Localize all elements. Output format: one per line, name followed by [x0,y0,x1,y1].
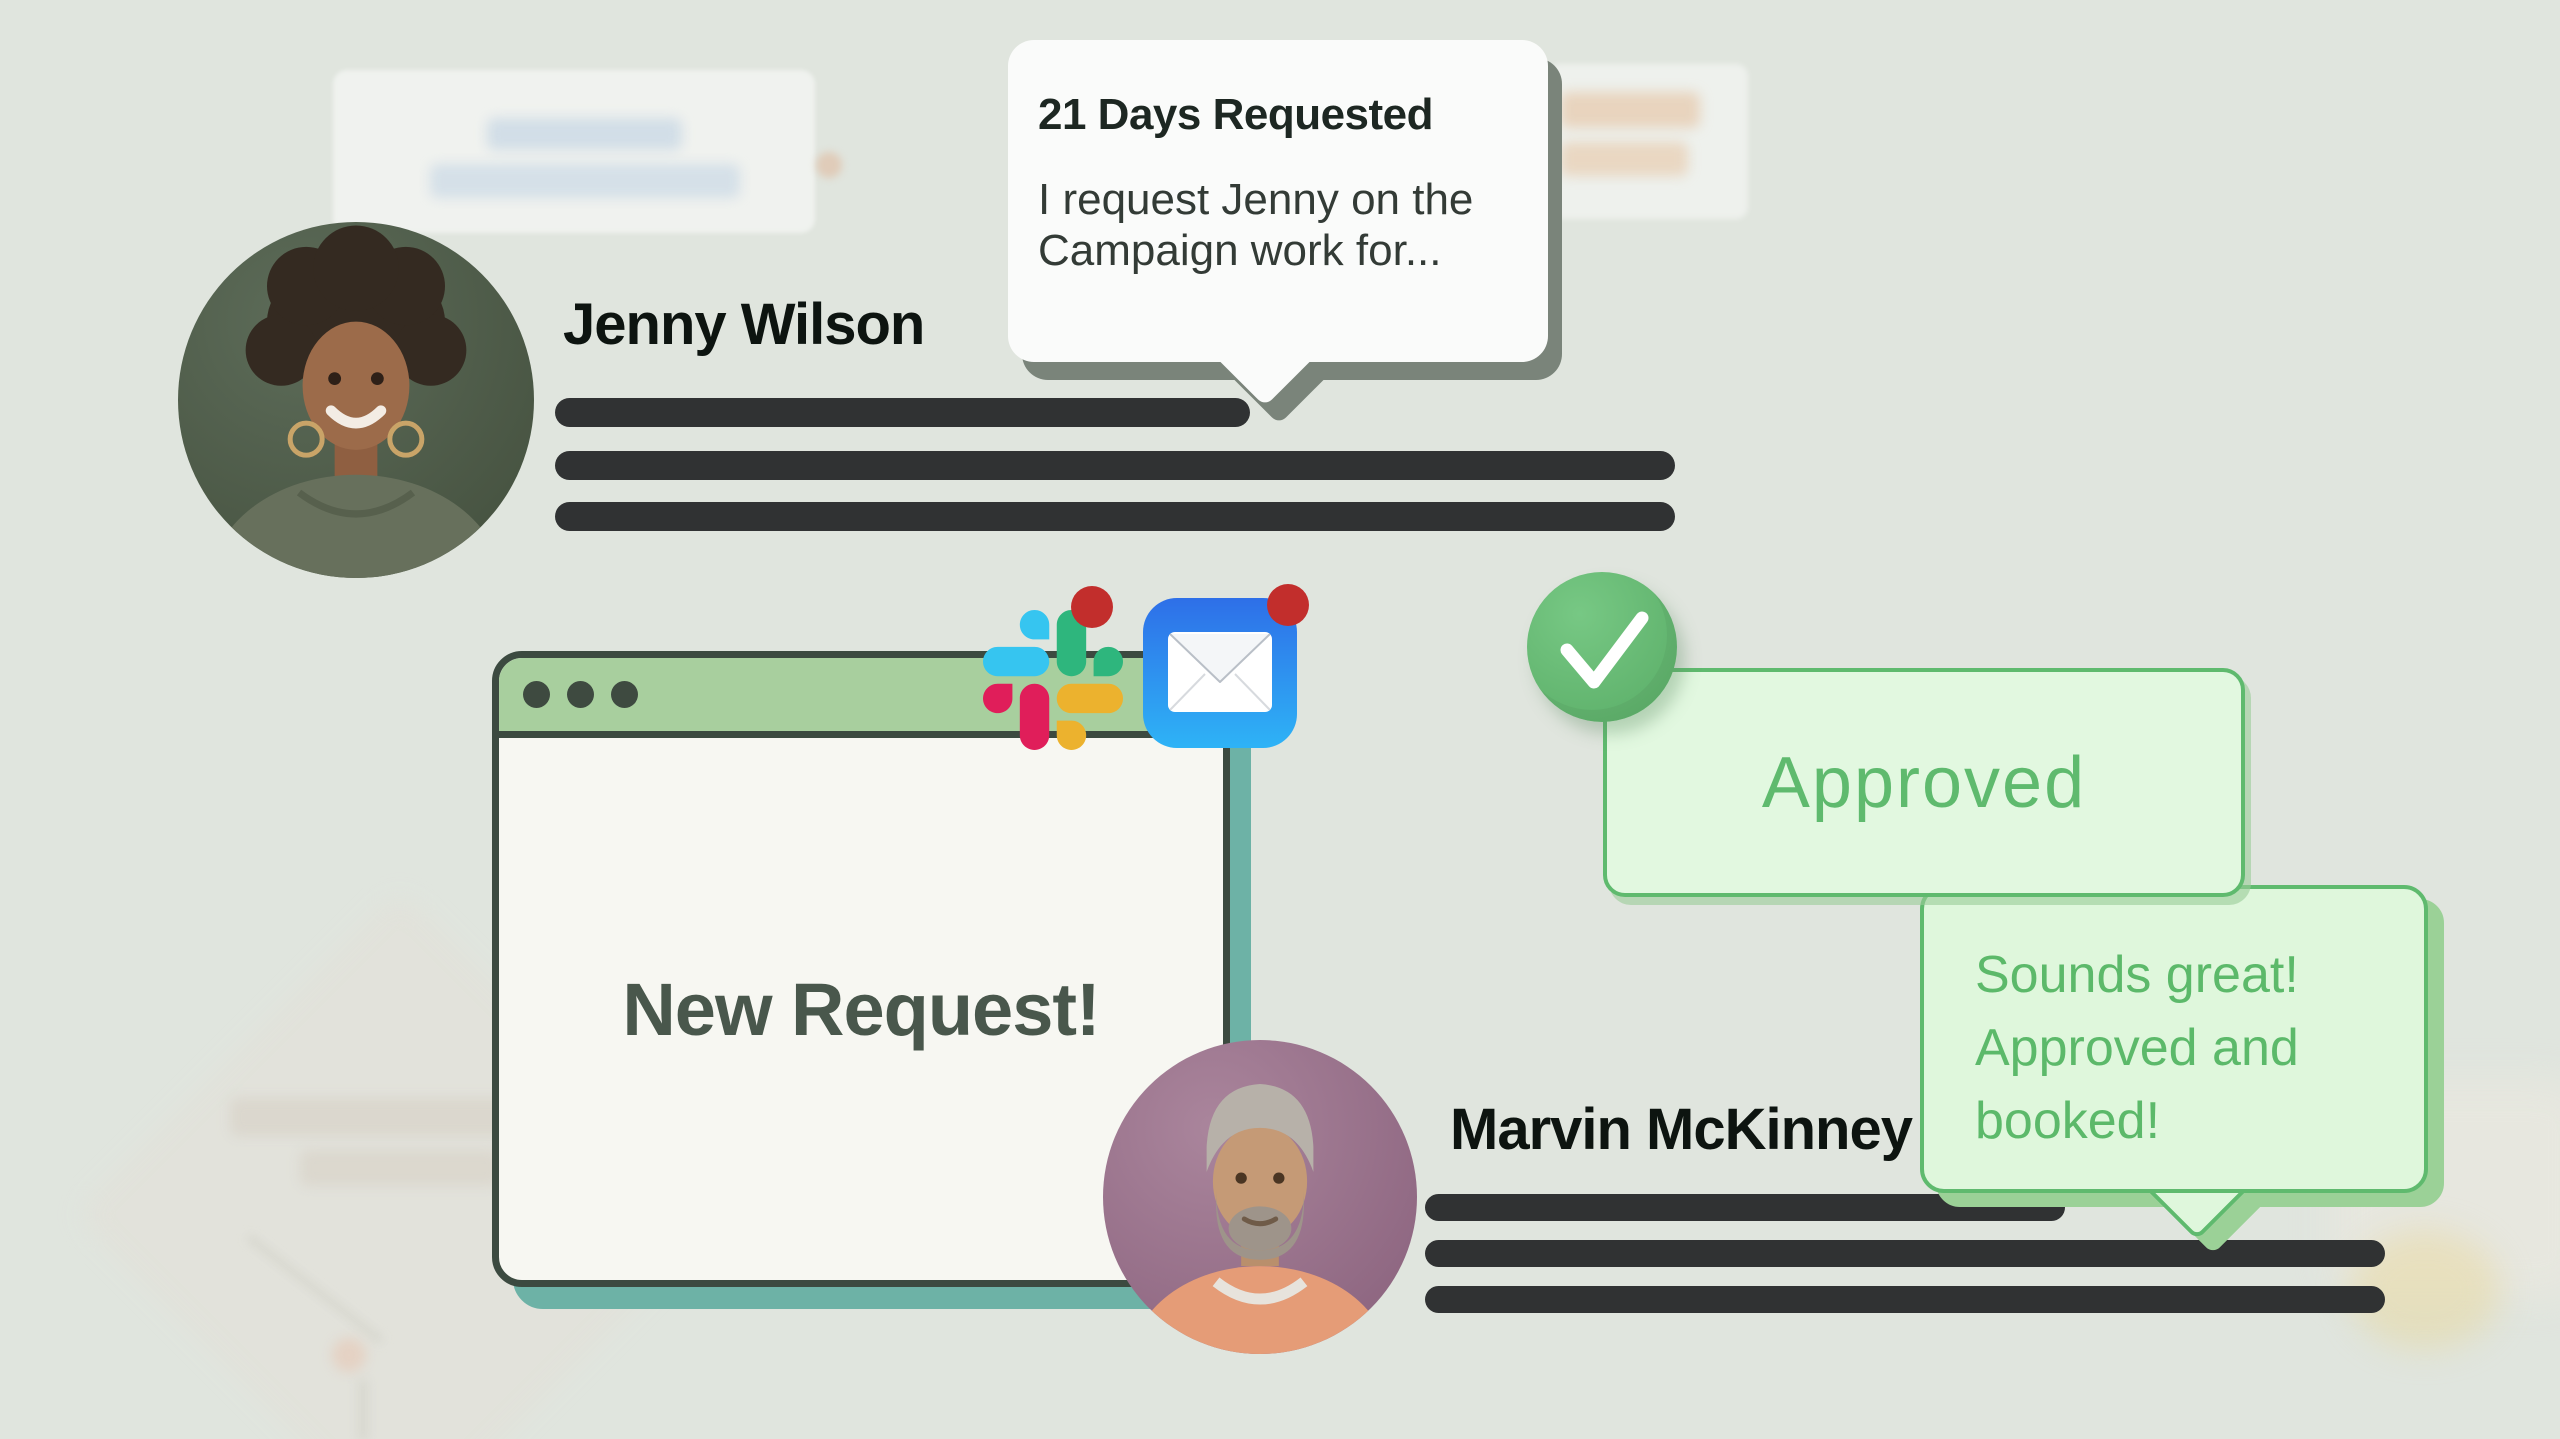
window-control-dot[interactable] [611,681,638,708]
new-request-headline: New Request! [622,967,1100,1051]
reply-speech-bubble: Sounds great! Approved and booked! [1920,885,2428,1241]
reply-text-line: booked! [1975,1091,2161,1150]
placeholder-text-bar [555,451,1675,480]
request-bubble-text-line: I request Jenny on the [1038,175,1474,224]
reply-text-line: Sounds great! [1975,946,2299,1004]
faded-flowchart-text [1560,92,1700,128]
requester-name: Jenny Wilson [563,292,925,357]
faded-flowchart-node [816,152,842,178]
faded-flowchart-text [430,164,740,198]
approver-name: Marvin McKinney [1450,1097,1913,1162]
mail-notification-dot [1267,584,1309,626]
placeholder-text-bar [555,398,1250,427]
jenny-avatar [178,222,534,578]
window-body: New Request! [499,738,1223,1280]
window-control-dot[interactable] [523,681,550,708]
faded-flowchart-text [1560,142,1688,176]
mail-icon[interactable] [1143,598,1297,748]
faded-flowchart-node [332,1338,366,1372]
faded-flowchart-connector [358,1380,368,1439]
request-bubble-title: 21 Days Requested [1038,90,1434,139]
check-circle-icon [1527,572,1677,722]
placeholder-text-bar [555,502,1675,531]
reply-text-line: Approved and [1975,1018,2299,1077]
approved-label: Approved [1761,742,2087,823]
faded-flowchart-text [487,118,682,150]
speech-bubble-body [1008,40,1548,362]
placeholder-text-bar [1425,1194,2065,1221]
request-bubble-text-line: Campaign work for... [1038,226,1442,276]
approved-status-badge: Approved [1603,668,2245,897]
faded-flowchart-box [1548,64,1748,219]
window-control-dot[interactable] [567,681,594,708]
placeholder-text-bar [1425,1286,2385,1313]
slack-notification-dot [1071,586,1113,628]
placeholder-text-bar [1425,1240,2385,1267]
speech-bubble-body [1920,885,2428,1193]
faded-flowchart-box [333,70,815,233]
faded-flowchart-text [300,1150,500,1186]
marvin-avatar [1103,1040,1417,1354]
request-speech-bubble: 21 Days Requested I request Jenny on the… [1008,40,1548,407]
slack-icon[interactable] [983,610,1123,750]
